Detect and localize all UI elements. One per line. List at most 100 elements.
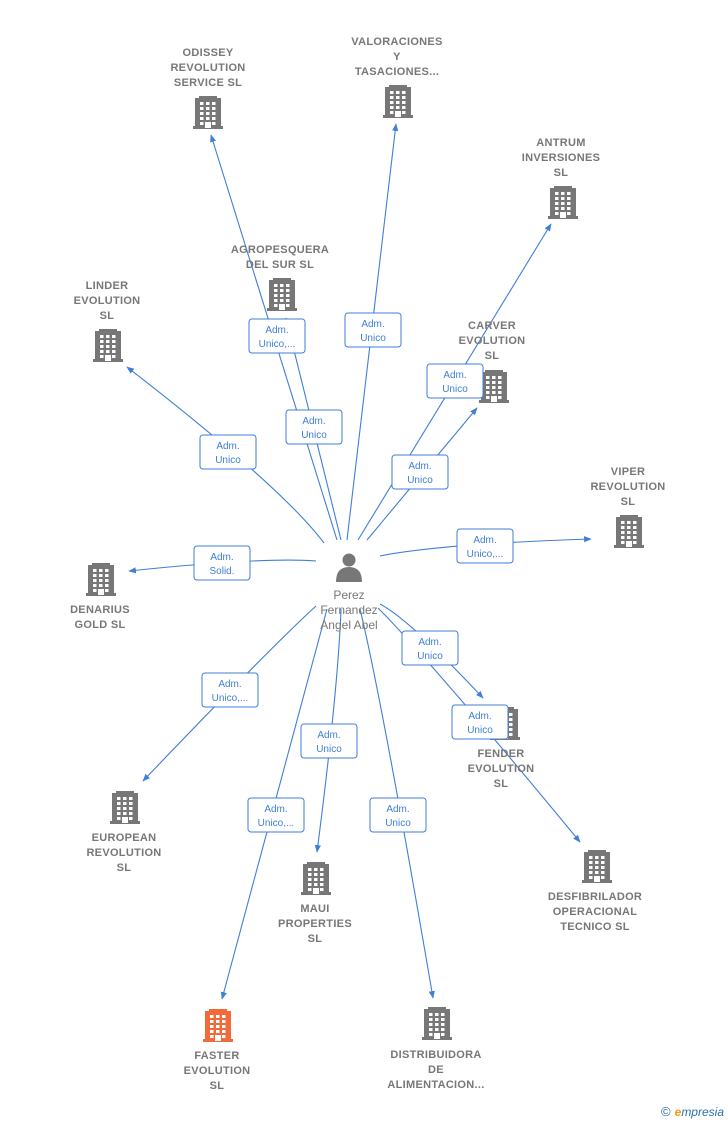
edge-label-line: Adm. [468,711,491,722]
person-name-line: Fernandez [320,603,377,617]
person-icon[interactable] [336,553,362,583]
company-name-line: VIPER [611,466,646,478]
building-icon[interactable] [267,278,297,311]
edge-label-line: Adm. [443,370,466,381]
edge-label-box [344,312,402,348]
company-name-line: SL [494,778,509,790]
edge-label-line: Adm. [473,535,496,546]
company-name-line: REVOLUTION [86,847,161,859]
building-icon[interactable] [582,850,612,883]
brand-name: mpresia [681,1105,724,1119]
building-icon[interactable] [383,85,413,118]
company-name-line: ODISSEY [182,47,233,59]
edge-label-line: Unico [301,430,327,441]
company-name-line: FASTER [194,1050,239,1062]
building-icon[interactable] [193,96,223,129]
edge-label-box [426,363,484,399]
edge-label-line: Adm. [361,319,384,330]
edge-label-line: Unico [467,725,493,736]
edge-label-line: Unico,... [467,549,504,560]
brand-initial: e [674,1105,682,1119]
edge-desfibrilador[interactable] [377,607,581,843]
edge-label-line: Unico,... [258,818,295,829]
building-icon[interactable] [301,862,331,895]
edge-label-odissey[interactable]: Adm.Unico,... [248,318,306,354]
edges-layer [126,123,592,1000]
building-icon[interactable] [614,515,644,548]
edge-label-line: Unico [316,744,342,755]
edge-label-box [456,528,514,564]
company-name-line: OPERACIONAL [553,906,638,918]
edge-label-desfibrilador[interactable]: Adm. Unico [451,704,509,740]
edge-european[interactable] [142,605,317,782]
edge-label-line: Unico [360,333,386,344]
edge-label-box [391,454,449,490]
edge-label-line: Adm. [265,325,288,336]
building-icon[interactable] [422,1007,452,1040]
building-icon[interactable] [86,563,116,596]
edge-label-european[interactable]: Adm.Unico,... [201,672,259,708]
company-name-line: SERVICE SL [174,77,242,89]
company-name-line: AGROPESQUERA [231,244,329,256]
building-icon[interactable] [479,370,509,403]
company-name-line: SL [100,310,115,322]
edge-label-agropesquera[interactable]: Adm. Unico [285,409,343,445]
company-name-line: TASACIONES... [355,66,439,78]
edge-label-carver[interactable]: Adm.Unico [391,454,449,490]
edge-label-antrum[interactable]: Adm. Unico [426,363,484,399]
company-name-line: ANTRUM [536,137,585,149]
edge-label-line: Adm. [302,416,325,427]
company-name-line: DEL SUR SL [246,259,314,271]
copyright-symbol: © [661,1104,671,1119]
edge-label-valoraciones[interactable]: Adm. Unico [344,312,402,348]
company-name-line: SL [554,167,569,179]
edge-label-viper[interactable]: Adm. Unico,... [456,528,514,564]
company-name-line: TECNICO SL [560,921,630,933]
edge-label-line: Unico [385,818,411,829]
company-name-line: DISTRIBUIDORA [390,1049,481,1061]
edge-label-fender[interactable]: Adm.Unico [401,630,459,666]
building-icon[interactable] [93,329,123,362]
edge-label-box [247,797,305,833]
brand-footer[interactable]: ©empresia [661,1104,724,1119]
edge-label-distribuidora[interactable]: Adm.Unico [369,797,427,833]
edge-label-line: Adm. [264,804,287,815]
edge-distribuidora[interactable] [359,608,435,999]
building-icon[interactable] [548,186,578,219]
company-name-line: PROPERTIES [278,918,352,930]
edge-label-linder[interactable]: Adm.Unico [199,434,257,470]
company-name-line: MAUI [300,903,329,915]
edge-label-faster[interactable]: Adm. Unico,... [247,797,305,833]
edge-label-denarius[interactable]: Adm.Solid. [193,545,251,581]
edge-linder[interactable] [126,366,325,544]
edge-label-line: Unico [442,384,468,395]
company-node-valoraciones[interactable]: VALORACIONESYTASACIONES... [351,36,442,118]
edge-faster[interactable] [220,608,328,1000]
edge-maui[interactable] [314,608,342,853]
company-name-line: SL [621,496,636,508]
building-icon[interactable] [110,791,140,824]
edge-label-line: Unico [215,455,241,466]
edge-label-box [285,409,343,445]
company-node-distribuidora[interactable]: DISTRIBUIDORADEALIMENTACION... [387,1007,484,1091]
edge-label-box [248,318,306,354]
edge-label-maui[interactable]: Adm.Unico [300,723,358,759]
building-icon[interactable] [203,1009,233,1042]
company-node-agropesquera[interactable]: AGROPESQUERA DEL SUR SL [231,244,329,311]
person-name-line: Angel Abel [320,618,377,632]
edge-label-box [401,630,459,666]
edge-label-line: Solid. [209,566,234,577]
